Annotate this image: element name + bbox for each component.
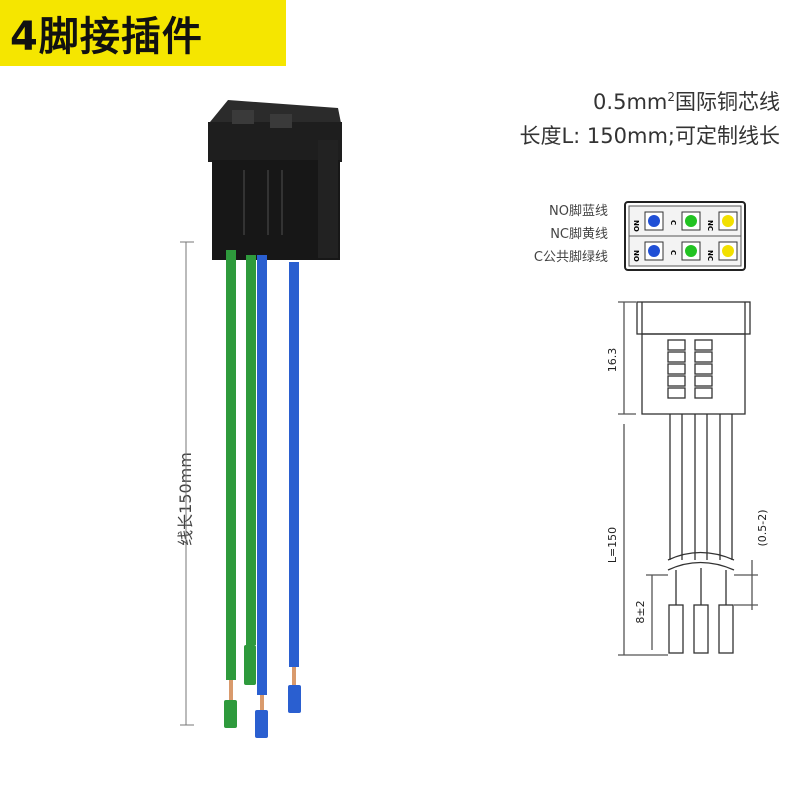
dim-gap-label: (0.5-2) [756,509,769,546]
pin-dot [722,245,734,257]
spec-line-1: 0.5mm2国际铜芯线 [593,86,780,116]
green-wire-2 [244,255,256,685]
pin-label: NC [706,220,714,231]
pin-label: NO [632,250,640,262]
pin-label: C [669,250,677,255]
pin-dot [685,215,697,227]
green-wire-1 [224,250,237,728]
dim-height-label: 16.3 [606,348,619,373]
blue-wire-1 [255,255,268,738]
dim-length-label: L=150 [606,527,619,563]
pin-label: C [669,220,677,225]
legend-c: C公共脚绿线 [533,250,608,265]
length-dimension-line [180,241,194,726]
spec-wire-type: 国际铜芯线 [675,90,780,114]
page-title: 4脚接插件 [10,14,203,60]
pin-label: NC [706,250,714,261]
dim-strip-label: 8±2 [634,600,647,623]
pin-dot [685,245,697,257]
legend-no: NO脚蓝线 [549,204,608,219]
spec-line-2: 长度L: 150mm;可定制线长 [519,124,780,148]
pin-grid-cells: NO C NC NO C NC [632,211,738,262]
connector-body [208,100,342,260]
blue-wire-2 [288,262,301,713]
spec-wire-gauge: 0.5mm [593,90,668,114]
pin-dot [722,215,734,227]
technical-drawing [618,301,758,656]
wire-legend: NO脚蓝线 NC脚黄线 C公共脚绿线 [480,200,608,269]
legend-nc: NC脚黄线 [550,227,608,242]
spec-sup: 2 [667,90,675,104]
title-banner: 4脚接插件 [0,0,286,66]
pin-label: NO [632,220,640,232]
pin-dot [648,245,660,257]
pin-dot [648,215,660,227]
